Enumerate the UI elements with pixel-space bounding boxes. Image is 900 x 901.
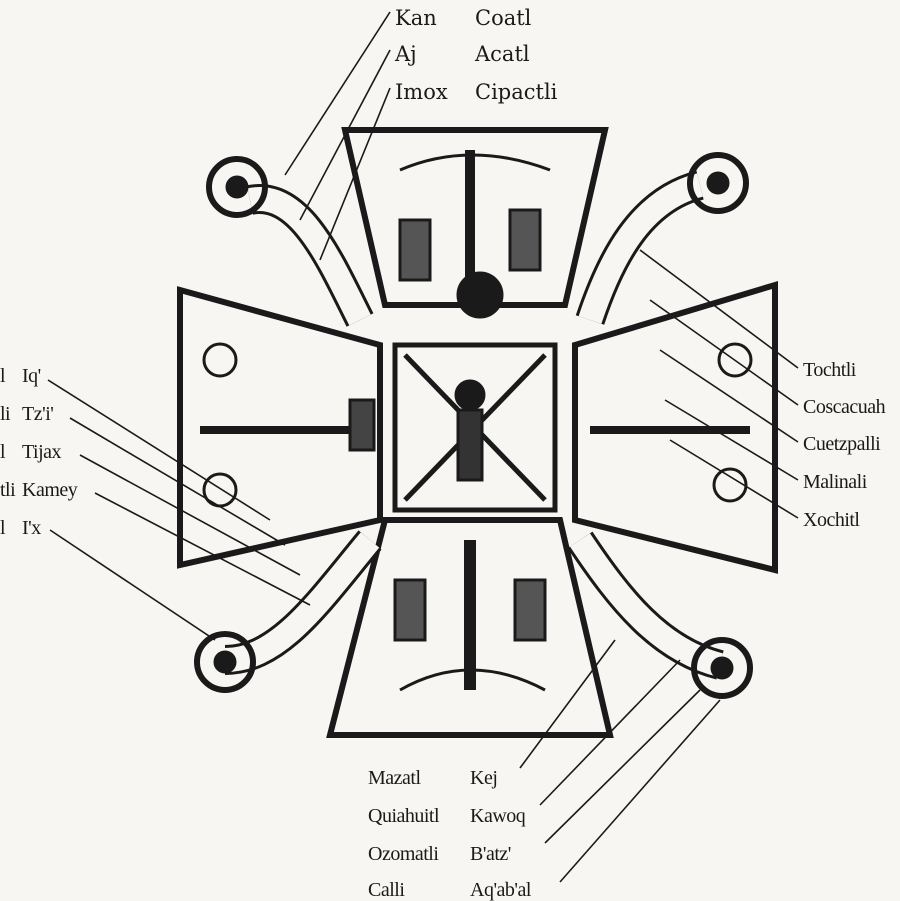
label-kan: Kan <box>395 6 437 30</box>
label-tzi: Tz'i' <box>22 403 54 425</box>
label-kamey: Kamey <box>22 479 78 501</box>
label-mazatl: Mazatl <box>368 767 421 789</box>
label-calli: Calli <box>368 879 405 901</box>
pointer-lines <box>47 11 799 883</box>
left-panel <box>177 286 383 569</box>
label-ix: I'x <box>22 517 41 539</box>
label-tijax: Tijax <box>22 441 62 463</box>
label-left-nahuatl-1: l <box>0 365 6 387</box>
label-aj: Aj <box>395 42 417 66</box>
corner-bands <box>224 170 725 680</box>
label-left-nahuatl-5: l <box>0 517 6 539</box>
label-coatl: Coatl <box>475 6 532 30</box>
bottom-panel <box>326 517 614 738</box>
label-tochtli: Tochtli <box>803 359 856 381</box>
label-cuetzpalli: Cuetzpalli <box>803 433 881 455</box>
label-kawoq: Kawoq <box>470 805 526 827</box>
label-imox: Imox <box>395 80 448 104</box>
label-cipactli: Cipactli <box>475 80 558 104</box>
center-panel <box>392 342 558 513</box>
label-batz: B'atz' <box>470 843 511 865</box>
label-left-nahuatl-3: l <box>0 441 6 463</box>
label-left-nahuatl-4: tli <box>0 479 16 501</box>
label-iq: Iq' <box>22 365 41 387</box>
label-kej: Kej <box>470 767 498 789</box>
label-aqabal: Aq'ab'al <box>470 879 531 901</box>
corner-discs <box>194 152 753 699</box>
label-ozomatli: Ozomatli <box>368 843 439 865</box>
label-coscacuah: Coscacuah <box>803 396 886 418</box>
label-acatl: Acatl <box>475 42 530 66</box>
right-panel <box>572 280 778 574</box>
label-quiahuitl: Quiahuitl <box>368 805 440 827</box>
label-xochitl: Xochitl <box>803 509 860 531</box>
label-malinali: Malinali <box>803 471 867 493</box>
top-panel <box>341 127 609 319</box>
label-left-nahuatl-2: li <box>0 403 11 425</box>
